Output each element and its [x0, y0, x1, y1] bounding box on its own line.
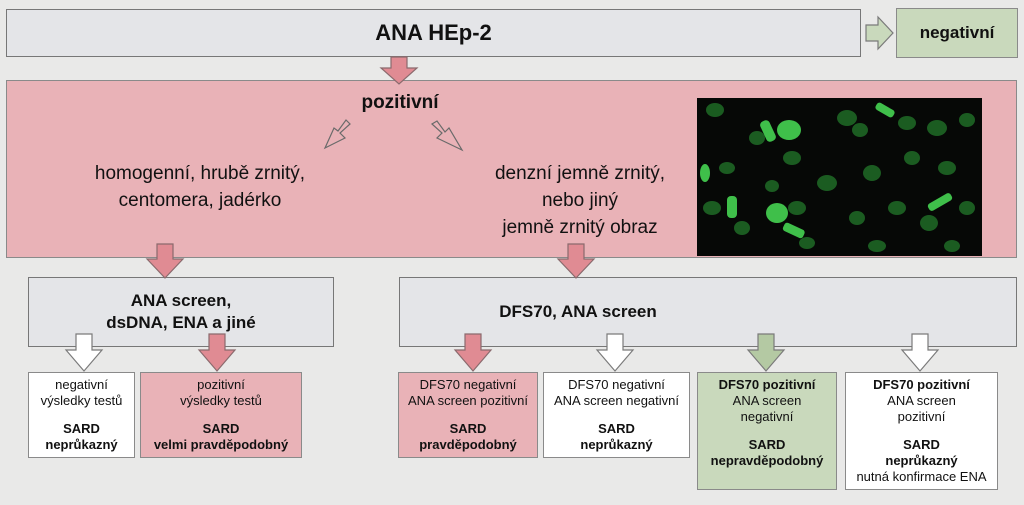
arrow-to-negative [865, 15, 894, 51]
outcome-4-sard: SARD [598, 421, 635, 436]
right-test-label: DFS70, ANA screen [499, 302, 657, 321]
outcome-box-1: negativní výsledky testů SARD neprůkazný [28, 372, 135, 458]
outcome-box-2: pozitivní výsledky testů SARD velmi prav… [140, 372, 302, 458]
outcome-1-sard: SARD [63, 421, 100, 436]
left-test-line-2: dsDNA, ENA a jiné [106, 313, 256, 332]
outcome-1-line-1: negativní [55, 377, 108, 392]
outcome-6-line-3: pozitivní [897, 409, 946, 424]
positive-label: pozitivní [361, 92, 439, 113]
right-test-box: DFS70, ANA screen [399, 277, 1017, 347]
negative-box: negativní [896, 8, 1018, 58]
outcome-3-line-2: ANA screen pozitivní [408, 393, 528, 408]
outcome-5-sard: SARD [748, 437, 786, 452]
outcome-6-sard: SARD [903, 437, 940, 452]
outcome-5-verdict: nepravděpodobný [710, 453, 824, 468]
outcome-box-5: DFS70 pozitivní ANA screen negativní SAR… [697, 372, 837, 490]
outcome-6-extra: nutná konfirmace ENA [856, 469, 987, 484]
right-pattern-line-1: denzní jemně zrnitý, [494, 163, 666, 184]
outcome-3-sard: SARD [449, 421, 487, 436]
outcome-5-line-1: DFS70 pozitivní [718, 377, 816, 392]
fluorescent-cells-graphic [700, 102, 975, 252]
ana-hep2-box: ANA HEp-2 [6, 9, 861, 57]
outcome-box-3: DFS70 negativní ANA screen pozitivní SAR… [398, 372, 538, 458]
outcome-5-line-2: ANA screen [732, 393, 802, 408]
outcome-4-line-1: DFS70 negativní [568, 377, 665, 392]
left-pattern-line-1: homogenní, hrubě zrnitý, [94, 163, 306, 184]
outcome-3-verdict: pravděpodobný [419, 437, 517, 452]
outcome-6-line-2: ANA screen [887, 393, 956, 408]
outcome-4-line-2: ANA screen negativní [553, 393, 680, 408]
outcome-3-line-1: DFS70 negativní [419, 377, 517, 392]
left-test-box: ANA screen, dsDNA, ENA a jiné [28, 277, 334, 347]
outcome-5-line-3: negativní [740, 409, 794, 424]
right-pattern-text: denzní jemně zrnitý, nebo jiný jemně zrn… [470, 160, 690, 241]
outcome-box-4: DFS70 negativní ANA screen negativní SAR… [543, 372, 690, 458]
outcome-box-6: DFS70 pozitivní ANA screen pozitivní SAR… [845, 372, 998, 490]
outcome-1-verdict: neprůkazný [45, 437, 118, 452]
outcome-2-sard: SARD [202, 421, 240, 436]
hep2-microscopy-image [697, 98, 982, 256]
outcome-2-line-1: pozitivní [197, 377, 245, 392]
outcome-6-verdict: neprůkazný [885, 453, 958, 468]
right-pattern-line-3: jemně zrnitý obraz [502, 217, 658, 238]
outcome-4-verdict: neprůkazný [580, 437, 653, 452]
outcome-2-line-2: výsledky testů [180, 393, 262, 408]
left-pattern-line-2: centomera, jadérko [118, 190, 282, 211]
left-test-line-1: ANA screen, [130, 291, 232, 310]
right-pattern-line-2: nebo jiný [541, 190, 619, 211]
negative-label: negativní [919, 23, 995, 42]
ana-hep2-title: ANA HEp-2 [375, 20, 492, 45]
outcome-1-line-2: výsledky testů [40, 393, 123, 408]
outcome-6-line-1: DFS70 pozitivní [873, 377, 970, 392]
outcome-2-verdict: velmi pravděpodobný [153, 437, 289, 452]
left-pattern-text: homogenní, hrubě zrnitý, centomera, jadé… [70, 160, 330, 214]
